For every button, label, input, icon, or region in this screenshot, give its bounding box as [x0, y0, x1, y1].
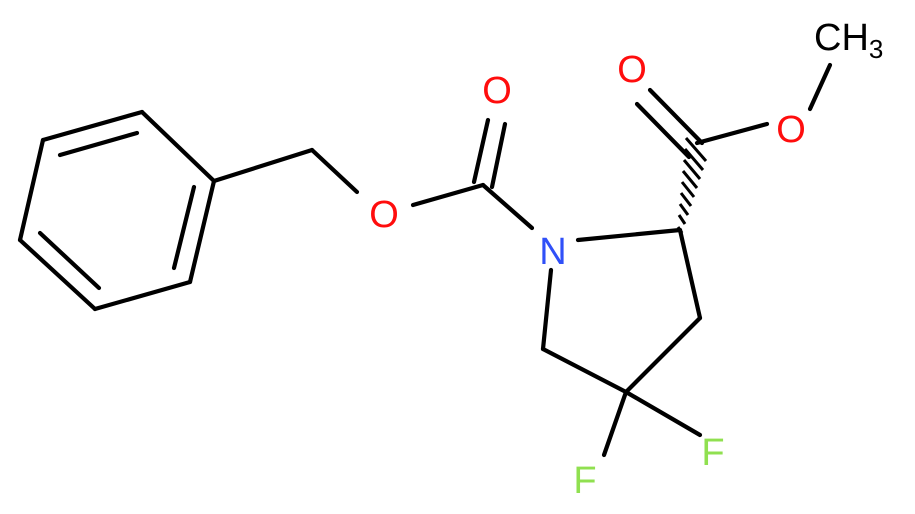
hash-line: [683, 148, 705, 171]
bond: [37, 230, 102, 291]
hash-line: [677, 214, 687, 225]
bond: [694, 121, 770, 146]
bond: [623, 389, 703, 438]
bond: [309, 147, 360, 195]
bond: [677, 227, 703, 321]
bond: [139, 109, 217, 184]
bond: [623, 315, 703, 395]
bond: [540, 346, 629, 395]
hashed-wedge-bond: [676, 137, 708, 234]
bond: [187, 178, 217, 285]
methyl-label: CH: [814, 17, 869, 59]
bond: [647, 87, 705, 146]
ester-oxygen-right: O: [776, 109, 806, 151]
bond: [211, 147, 315, 184]
methyl-group: CH3: [814, 17, 883, 64]
bond: [601, 389, 629, 458]
hash-line: [676, 226, 684, 234]
bond: [410, 182, 486, 208]
bond: [489, 121, 508, 190]
bond: [575, 227, 683, 243]
bond: [40, 109, 145, 143]
nitrogen-atom: N: [539, 231, 566, 273]
hash-line: [682, 159, 702, 180]
carbonyl-oxygen-left: O: [482, 70, 512, 112]
bond: [17, 237, 98, 312]
bond: [480, 182, 535, 231]
bond: [471, 117, 491, 185]
fluorine-atom-bottom: F: [573, 460, 596, 502]
bond: [634, 101, 692, 160]
bond: [17, 137, 46, 243]
benzene-ring: [17, 109, 217, 312]
methyl-subscript: 3: [869, 34, 883, 64]
bond: [57, 130, 140, 158]
bond: [540, 267, 554, 352]
bond: [807, 62, 833, 112]
hash-line: [681, 170, 699, 189]
bond: [92, 279, 193, 312]
ester-oxygen-left: O: [369, 194, 399, 236]
hash-line: [684, 137, 708, 162]
fluorine-atom-right: F: [701, 432, 724, 474]
hash-line: [680, 181, 696, 198]
carbonyl-oxygen-right: O: [617, 49, 647, 91]
bond: [171, 184, 197, 271]
hash-line: [678, 203, 690, 216]
hash-line: [679, 192, 693, 207]
